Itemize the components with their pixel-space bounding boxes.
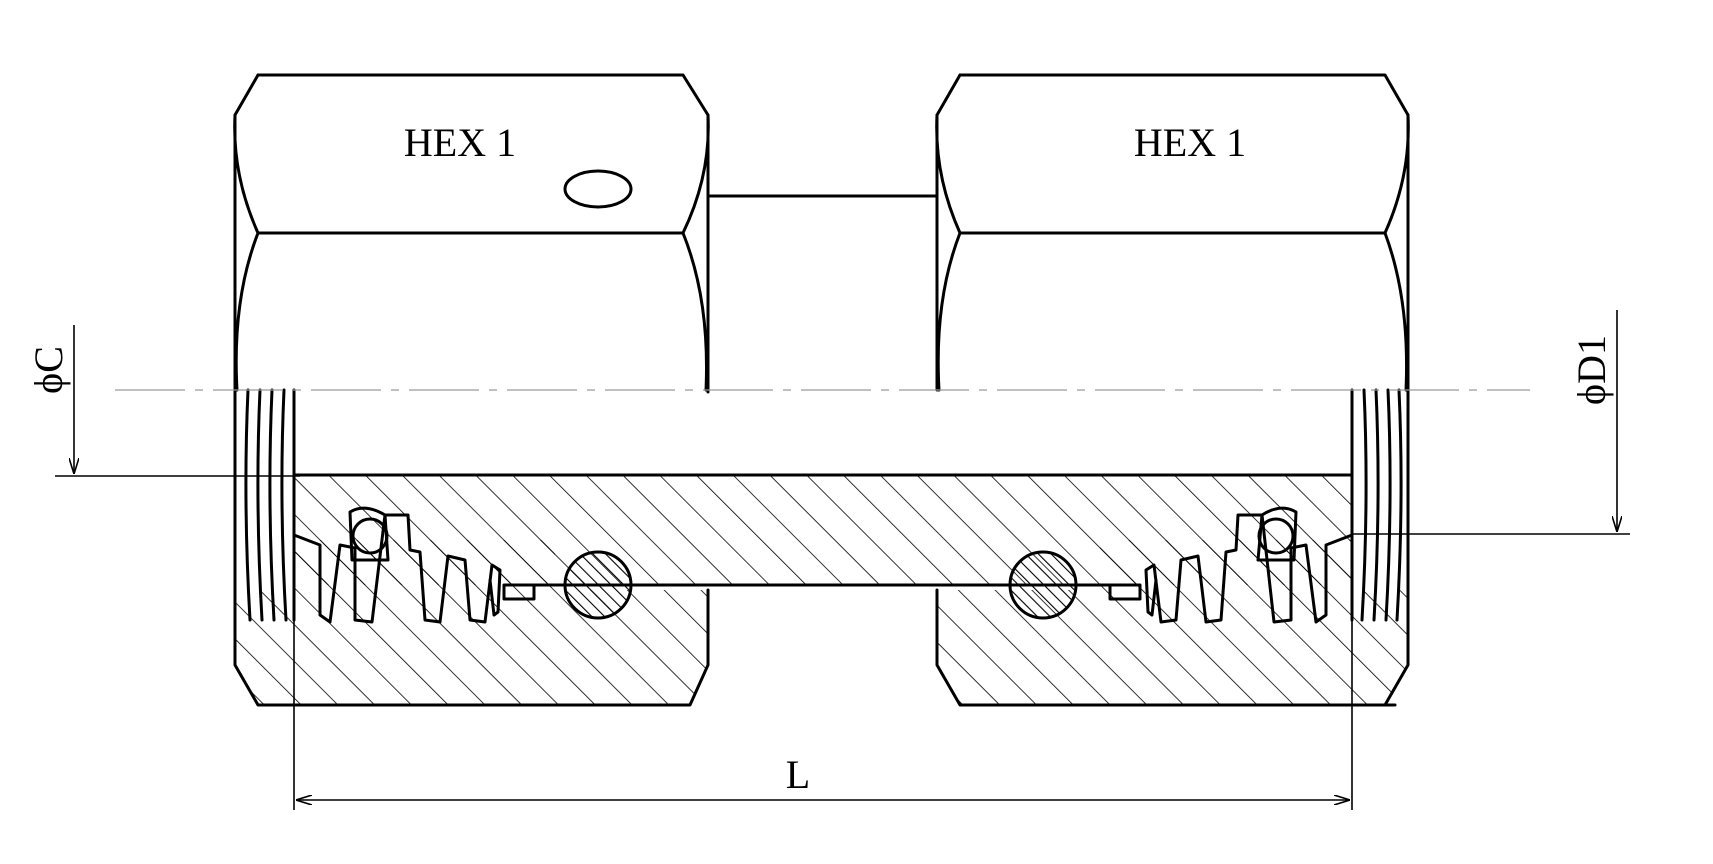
dimension-c: ϕC bbox=[26, 325, 300, 477]
left-thread bbox=[244, 388, 296, 622]
lock-hole bbox=[563, 169, 633, 209]
right-thread bbox=[1350, 388, 1403, 622]
o-ring-left bbox=[563, 550, 633, 620]
hex-left-label: HEX 1 bbox=[404, 120, 516, 165]
dim-d1-label: ϕD1 bbox=[1569, 335, 1614, 405]
coupling-body bbox=[292, 194, 1354, 620]
o-ring-right bbox=[1008, 550, 1078, 620]
body-section bbox=[294, 475, 1352, 585]
dim-l-label: L bbox=[786, 752, 810, 797]
dimension-l: L bbox=[293, 540, 1353, 810]
dim-c-label: ϕC bbox=[26, 346, 71, 394]
dimension-d1: ϕD1 bbox=[1352, 310, 1630, 535]
hex-right-label: HEX 1 bbox=[1134, 120, 1246, 165]
